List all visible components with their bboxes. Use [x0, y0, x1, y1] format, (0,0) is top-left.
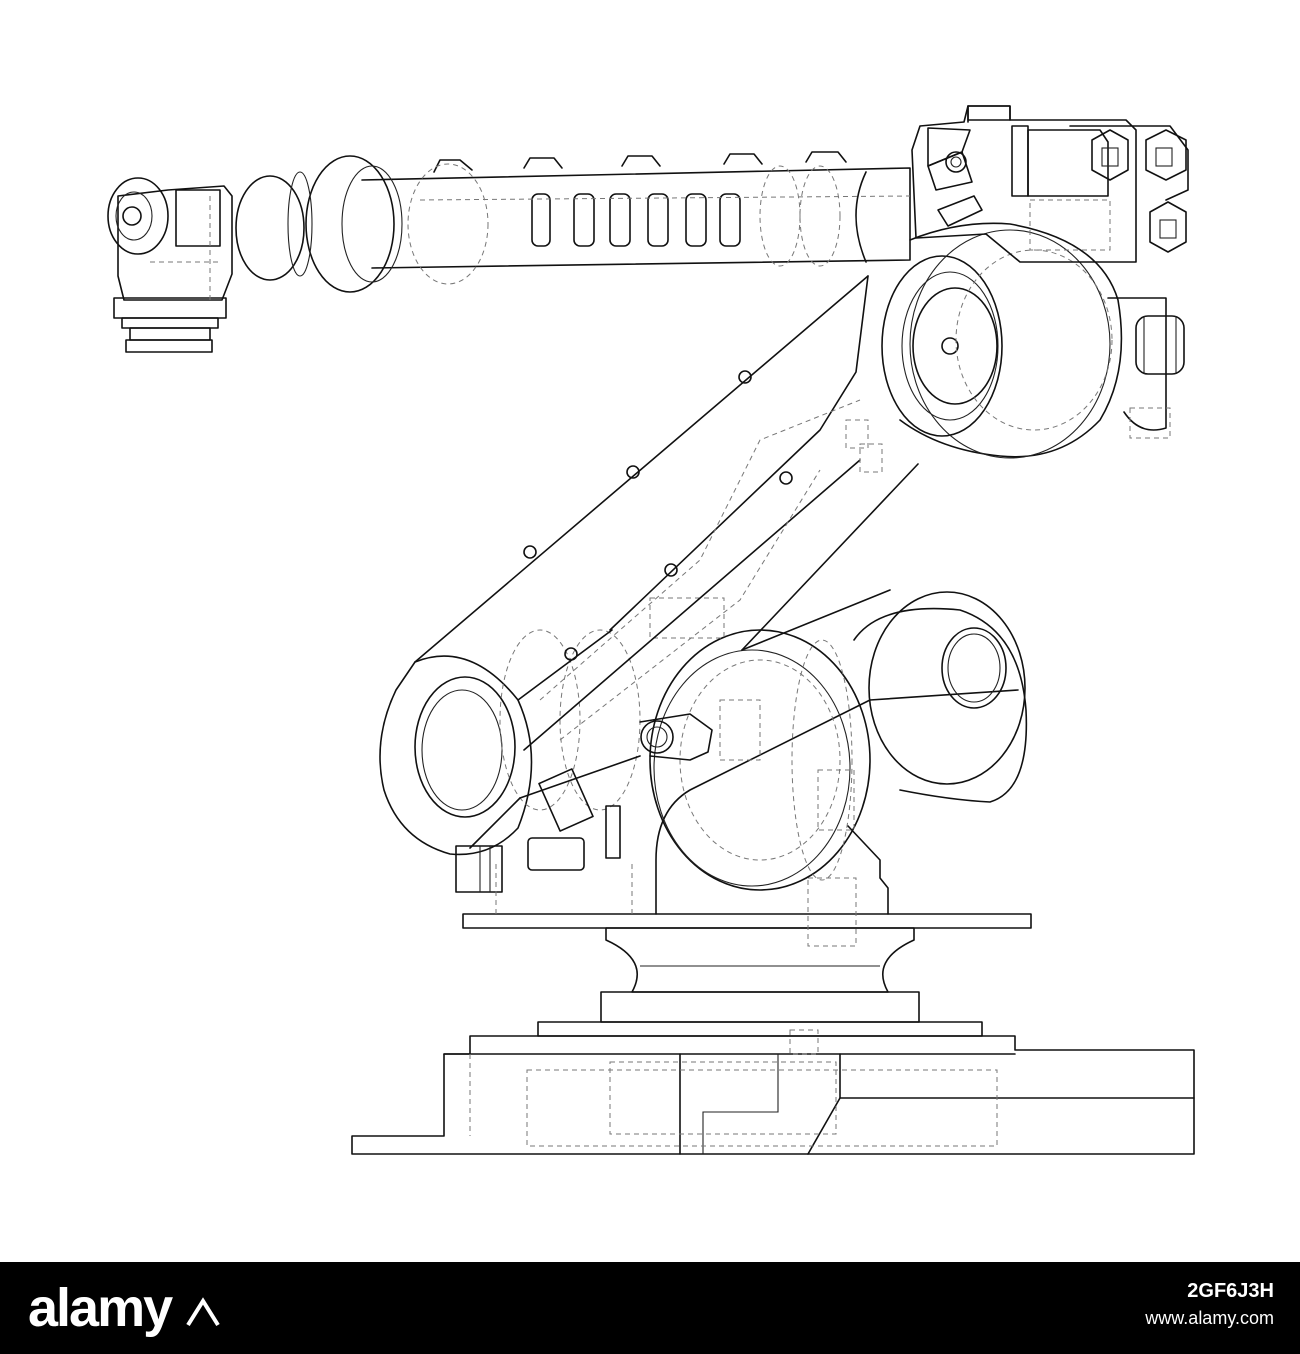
- robot-turntable: [462, 877, 1032, 993]
- elbow-joint: [881, 222, 1185, 459]
- brand-wordmark: alamy: [28, 1278, 173, 1338]
- lower-arm-pivot: [379, 597, 725, 914]
- brand-logo: alamy: [28, 1278, 220, 1338]
- logo-mark-icon: [186, 1296, 220, 1326]
- watermark-banner: alamy 2GF6J3H www.alamy.com: [0, 1262, 1300, 1354]
- motor-pack: [911, 105, 1189, 263]
- image-info: 2GF6J3H www.alamy.com: [954, 1276, 1274, 1340]
- upper-arm: [235, 151, 911, 293]
- robot-arm-wireframe: [107, 105, 1195, 1155]
- site-url[interactable]: www.alamy.com: [1145, 1308, 1274, 1328]
- lower-arm-links: [414, 275, 919, 751]
- image-id: 2GF6J3H: [1187, 1280, 1274, 1302]
- robot-base: [351, 991, 1195, 1155]
- wrist: [107, 177, 233, 353]
